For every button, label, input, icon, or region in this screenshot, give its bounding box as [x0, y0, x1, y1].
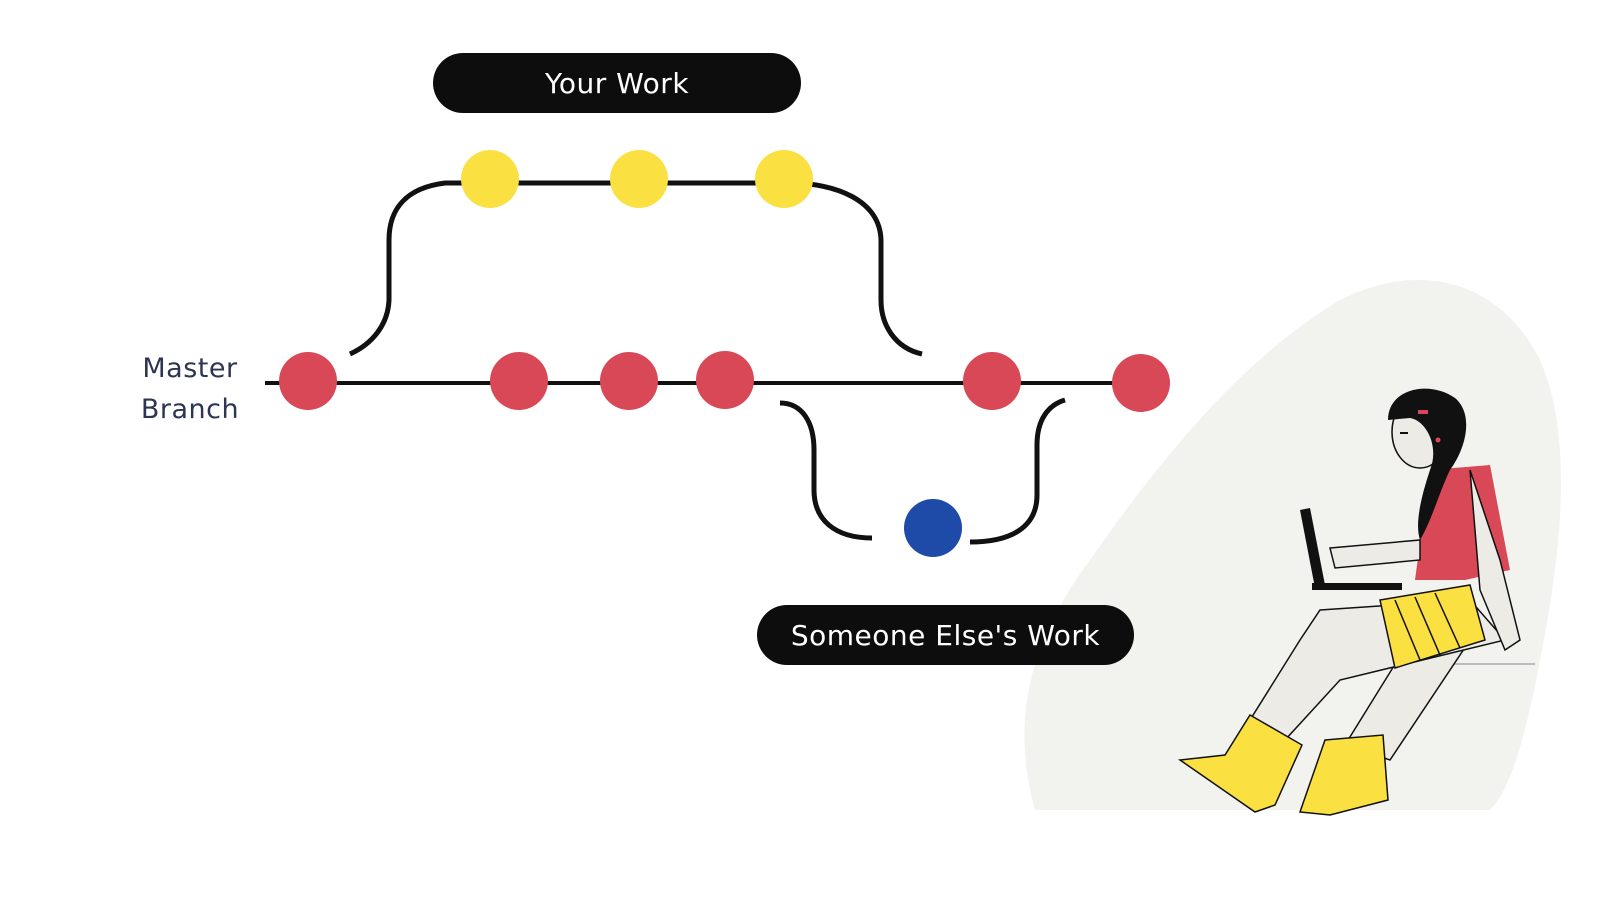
- master-commit-3: [600, 352, 658, 410]
- master-commit-1: [279, 352, 337, 410]
- someone-else-branch-line: [779, 400, 873, 541]
- master-commit-4: [696, 351, 754, 409]
- master-branch-label-line1: Master: [142, 353, 238, 384]
- master-commit-5: [963, 352, 1021, 410]
- your-work-commit-2: [610, 150, 668, 208]
- master-branch-label: Master Branch: [130, 348, 250, 430]
- your-work-branch-line: [348, 180, 923, 357]
- master-commit-6: [1112, 354, 1170, 412]
- someone-else-commit: [904, 499, 962, 557]
- someone-else-work-text: Someone Else's Work: [790, 618, 1101, 652]
- your-work-label: Your Work: [433, 53, 801, 113]
- your-work-commit-1: [461, 150, 519, 208]
- master-commit-2: [490, 352, 548, 410]
- someone-else-work-label: Someone Else's Work: [757, 605, 1134, 665]
- master-branch-label-line2: Branch: [140, 394, 240, 425]
- your-work-commit-3: [755, 150, 813, 208]
- your-work-text: Your Work: [544, 66, 690, 100]
- someone-else-merge-line: [969, 397, 1066, 545]
- woman-with-laptop-illustration: [1177, 388, 1535, 816]
